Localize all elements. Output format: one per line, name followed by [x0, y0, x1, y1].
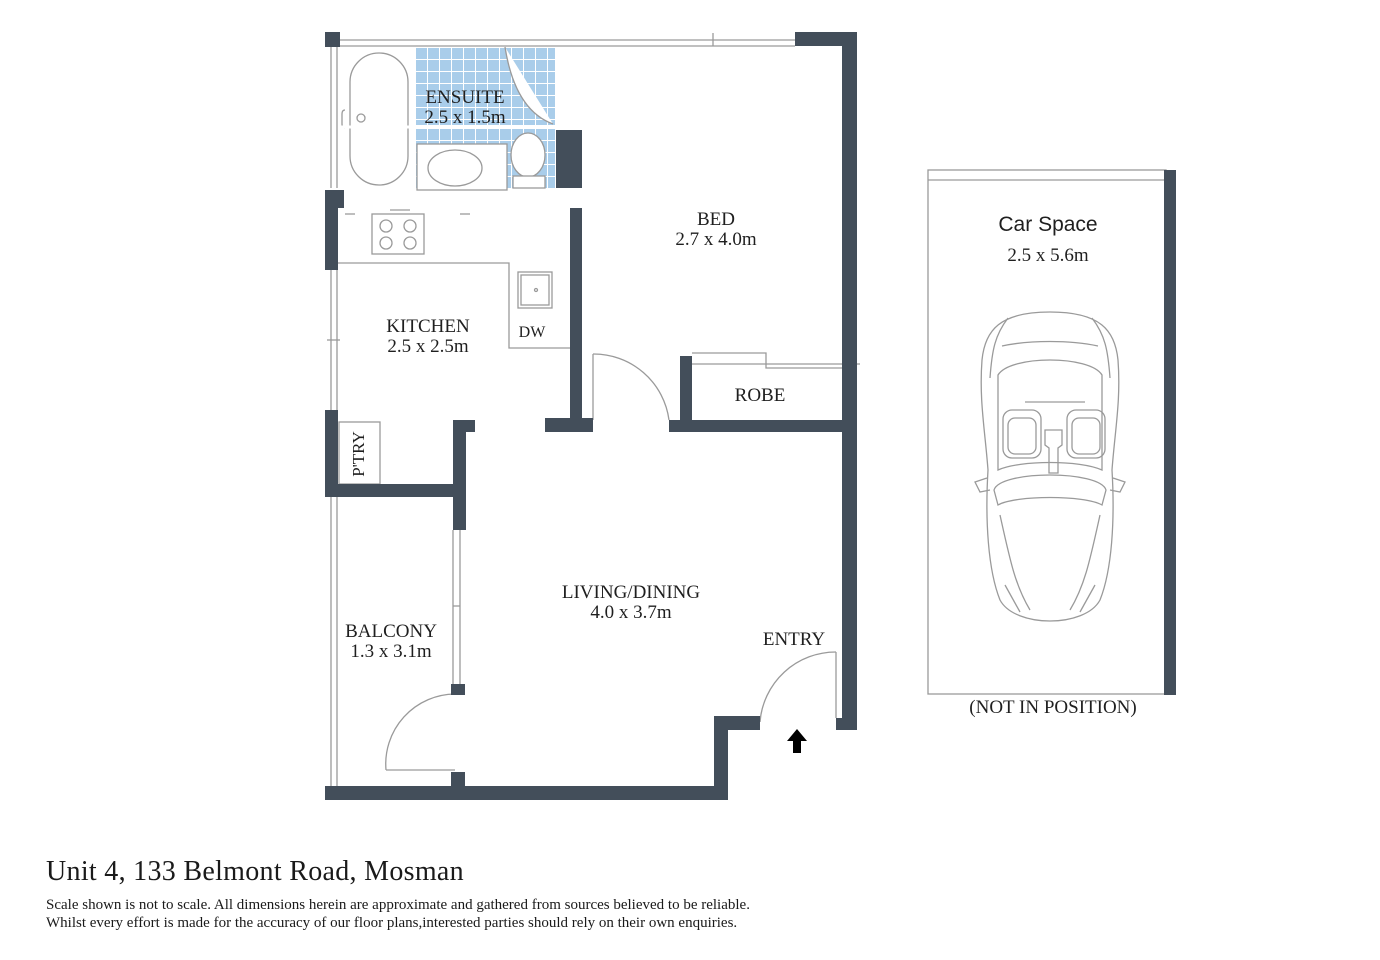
wall-left-upper-stub: [338, 190, 344, 208]
wall-living-left-top: [453, 420, 466, 530]
property-address: Unit 4, 133 Belmont Road, Mosman: [46, 856, 464, 887]
wall-pantry-bottom: [325, 484, 465, 497]
wall-right: [842, 32, 857, 730]
room-label-living: LIVING/DINING 4.0 x 3.7m: [546, 583, 716, 623]
room-label-bed: BED 2.7 x 4.0m: [656, 210, 776, 250]
wall-bottom: [325, 786, 728, 800]
wall-step-vertical: [714, 716, 728, 800]
car-space-wall: [1164, 170, 1176, 695]
room-name: BALCONY: [345, 621, 437, 642]
room-size: 1.3 x 3.1m: [350, 641, 432, 662]
wall-balcony-door-jamb: [451, 684, 465, 695]
wall-top-left-corner: [325, 32, 340, 47]
wall-left-pantry: [325, 410, 338, 497]
entry-arrow-icon: [787, 729, 807, 753]
car-space-note: (NOT IN POSITION): [969, 697, 1137, 718]
wall-kitchen-bed: [570, 208, 582, 420]
wall-balcony-door-jamb-bottom: [451, 772, 465, 786]
room-label-kitchen: KITCHEN 2.5 x 2.5m: [368, 317, 488, 357]
wall-left-upper: [325, 190, 338, 270]
room-name: KITCHEN: [386, 316, 470, 337]
ensuite-tiles: [415, 47, 555, 125]
disclaimer-line-1: Scale shown is not to scale. All dimensi…: [46, 897, 750, 913]
room-label-robe: ROBE: [734, 385, 786, 406]
wall-robe-bottom: [669, 420, 843, 432]
room-size: 2.7 x 4.0m: [675, 229, 757, 250]
room-size: 2.5 x 2.5m: [387, 336, 469, 357]
room-label-ensuite: ENSUITE 2.5 x 1.5m: [405, 88, 525, 128]
car-space-title: Car Space: [998, 213, 1098, 236]
room-size: 4.0 x 3.7m: [590, 602, 672, 623]
wall-ensuite-right: [556, 130, 582, 188]
room-name: BED: [697, 209, 735, 230]
wall-entry-right: [836, 718, 857, 730]
wall-living-left-cap: [453, 420, 475, 432]
disclaimer-line-2: Whilst every effort is made for the accu…: [46, 915, 738, 931]
wall-kitchen-stub: [545, 418, 593, 432]
room-size: 2.5 x 1.5m: [424, 107, 506, 128]
car-space-size: 2.5 x 5.6m: [1007, 245, 1089, 266]
wall-step-horizontal: [714, 716, 760, 730]
room-name: ENSUITE: [425, 87, 505, 108]
wall-robe-left: [680, 356, 692, 432]
room-name: LIVING/DINING: [561, 582, 701, 603]
wall-top-right: [795, 32, 857, 46]
room-label-entry: ENTRY: [762, 629, 826, 650]
room-label-balcony: BALCONY 1.3 x 3.1m: [336, 622, 446, 662]
room-label-pantry: P'TRY: [349, 431, 368, 477]
label-dishwasher: DW: [518, 324, 546, 341]
